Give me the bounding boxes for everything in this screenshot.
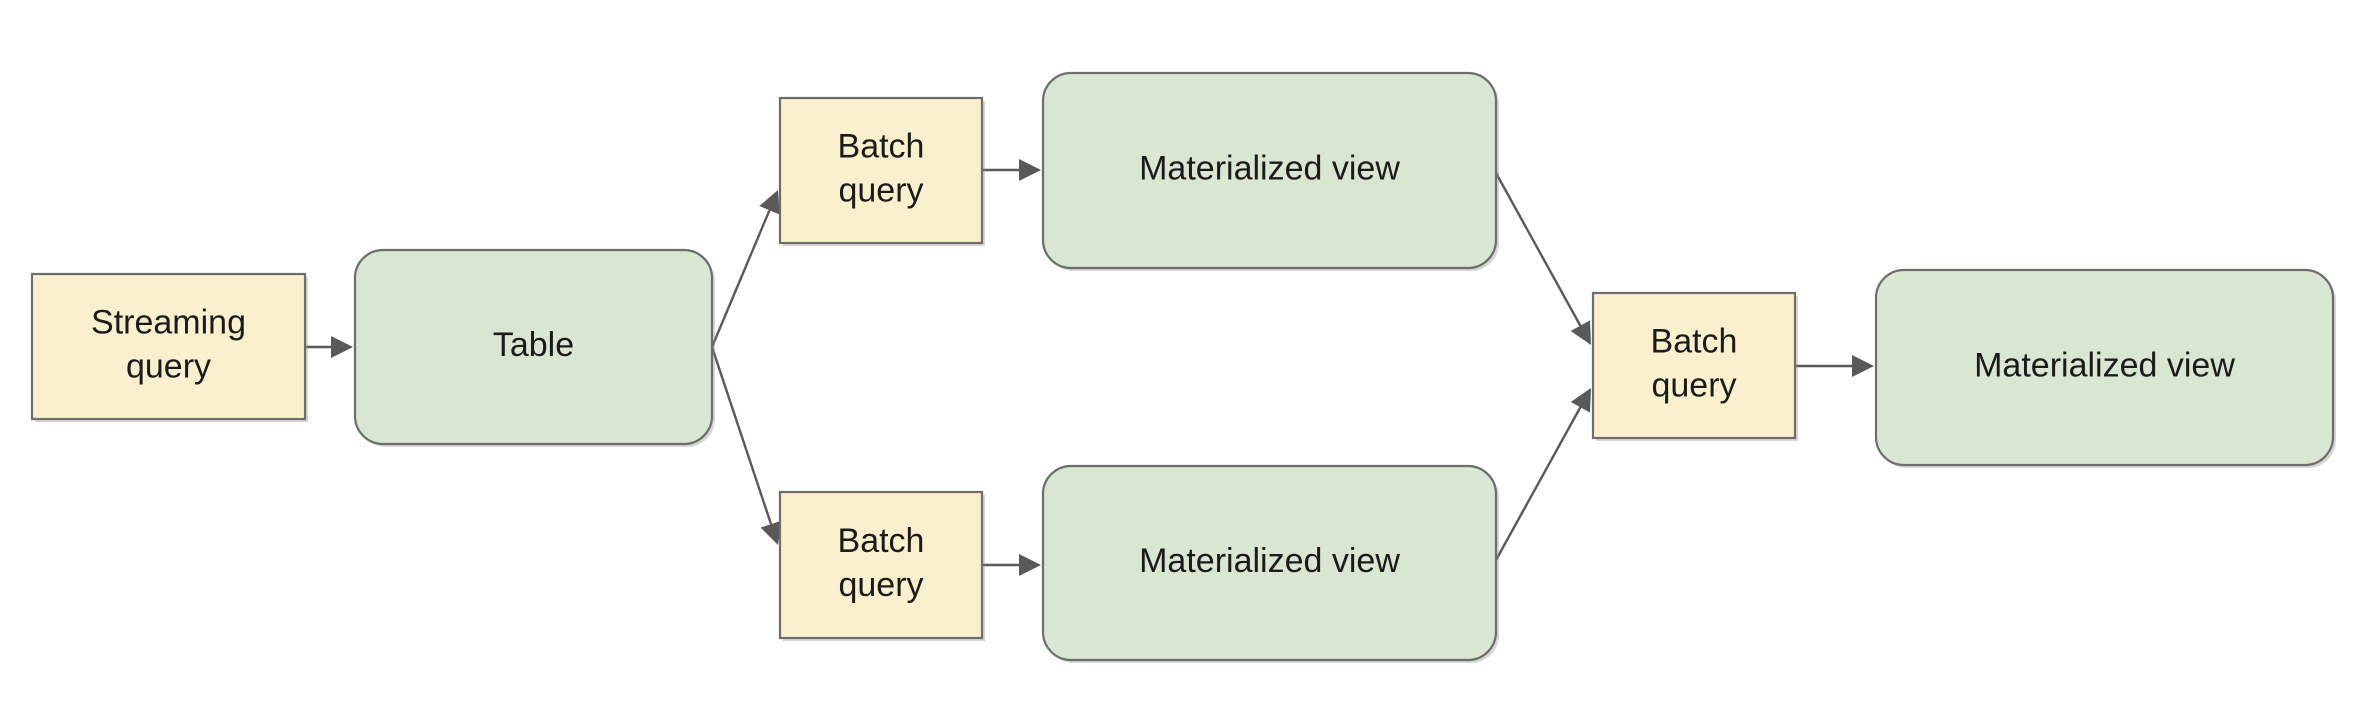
node-streaming-query-label: Streaming query [91,303,246,385]
node-batch-query-join-label-line-1: query [1651,366,1736,404]
node-table-label-line-0: Table [493,326,574,364]
edge-table-to-batch-top-line [710,209,771,348]
node-batch-query-top[interactable]: Batch query [778,96,985,246]
edge-table-to-batch-top [710,190,780,348]
node-batch-query-join-label-line-0: Batch [1651,322,1738,360]
node-materialized-view-bottom-label: Materialized view [1139,542,1400,580]
node-batch-query-join-shape[interactable] [1591,291,1797,440]
edge-table-to-batch-bottom-arrowhead-icon [760,520,782,545]
edge-view-bottom-to-batch-join [1494,388,1591,561]
node-materialized-view-bottom-shape[interactable] [1041,464,1498,662]
node-streaming-query[interactable]: Streaming query [30,272,308,422]
node-materialized-view-final-label: Materialized view [1974,346,2235,384]
node-materialized-view-top[interactable]: Materialized view [1041,71,1499,271]
node-streaming-query-shape[interactable] [30,272,307,421]
node-table-shape[interactable] [353,248,714,446]
node-batch-query-top-label-line-1: query [838,171,923,209]
node-materialized-view-top-label-line-0: Materialized view [1139,149,1400,187]
edge-batch-top-to-view-top-arrowhead-icon [1019,159,1041,181]
edge-batch-bottom-to-view-bottom-arrowhead-icon [1019,554,1041,576]
node-materialized-view-top-label: Materialized view [1139,149,1400,187]
edge-view-bottom-to-batch-join-line [1494,406,1582,561]
node-batch-query-top-label: Batch query [838,127,925,209]
node-materialized-view-bottom[interactable]: Materialized view [1041,464,1499,663]
edge-table-to-batch-bottom-line [710,346,773,525]
node-batch-query-bottom-label: Batch query [838,522,925,604]
node-table-label: Table [493,326,574,364]
edge-view-top-to-batch-join [1494,172,1591,345]
node-batch-query-join-label: Batch query [1651,322,1738,404]
node-streaming-query-label-line-0: Streaming [91,303,246,341]
node-materialized-view-final[interactable]: Materialized view [1874,268,2336,468]
node-materialized-view-top-shape[interactable] [1041,71,1498,270]
edge-streaming-to-table [305,336,353,358]
node-materialized-view-bottom-label-line-0: Materialized view [1139,542,1400,580]
edge-view-bottom-to-batch-join-arrowhead-icon [1570,388,1591,413]
node-streaming-query-label-line-1: query [126,347,211,385]
node-batch-query-top-shape[interactable] [778,96,984,245]
edge-view-top-to-batch-join-line [1494,172,1582,327]
node-materialized-view-final-shape[interactable] [1874,268,2335,467]
edge-batch-bottom-to-view-bottom [982,554,1041,576]
node-batch-query-bottom-label-line-1: query [838,566,923,604]
edge-batch-join-to-view-final [1795,355,1874,377]
edge-streaming-to-table-arrowhead-icon [331,336,353,358]
node-materialized-view-final-label-line-0: Materialized view [1974,346,2235,384]
node-batch-query-bottom-label-line-0: Batch [838,522,925,560]
edge-table-to-batch-bottom [710,346,782,545]
edge-batch-top-to-view-top [982,159,1041,181]
node-batch-query-bottom[interactable]: Batch query [778,490,985,641]
edge-view-top-to-batch-join-arrowhead-icon [1570,320,1591,345]
edge-batch-join-to-view-final-arrowhead-icon [1852,355,1874,377]
node-batch-query-top-label-line-0: Batch [838,127,925,165]
node-batch-query-join[interactable]: Batch query [1591,291,1798,441]
node-batch-query-bottom-shape[interactable] [778,490,984,640]
node-table[interactable]: Table [353,248,715,447]
edge-table-to-batch-top-arrowhead-icon [759,190,780,215]
edges-layer [305,159,1874,576]
